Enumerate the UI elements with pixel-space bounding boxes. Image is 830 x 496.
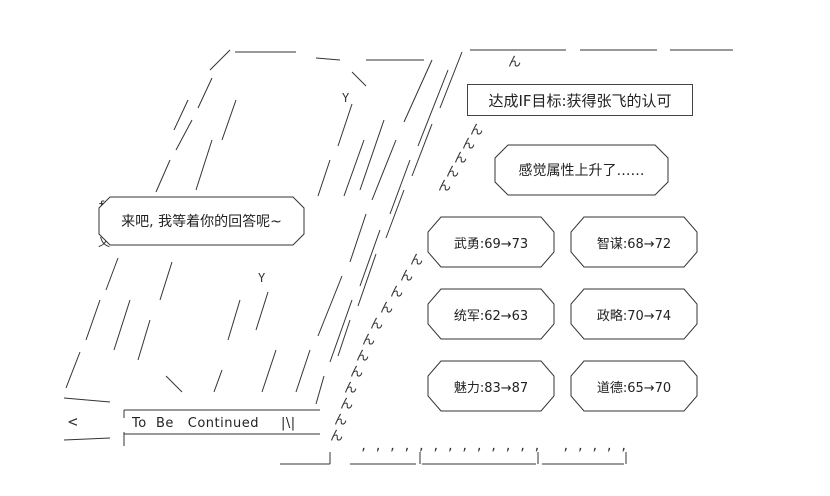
stat-label: 政略:70→74: [596, 308, 672, 324]
mission-goal-box: 达成IF目标:获得张飞的认可: [467, 84, 693, 116]
octagon-frame: [494, 144, 669, 196]
stat-label: 魅力:83→87: [453, 380, 529, 396]
art-n-column: ん ん ん ん ん ん ん ん ん ん ん ん ん ん ん ん ん: [330, 123, 484, 444]
stat-label: 武勇:69→73: [453, 236, 529, 252]
stat-frame: [570, 360, 698, 412]
art-y-upper: Y: [342, 91, 350, 105]
art-y-lower: Y: [258, 271, 266, 285]
to-be-continued-text: To Be Continued: [132, 415, 259, 431]
stat-box-zhimou: 智谋:68→72: [570, 216, 698, 268]
art-n-top: ん: [508, 55, 522, 70]
stat-frame: [570, 288, 698, 340]
stat-frame: [427, 216, 555, 268]
stat-frame: [427, 288, 555, 340]
stat-frame: [427, 360, 555, 412]
speech-bubble-frame: [98, 196, 305, 246]
stat-box-daode: 道德:65→70: [570, 360, 698, 412]
stat-label: 道德:65→70: [596, 380, 672, 396]
attribute-up-text: 感觉属性上升了……: [518, 163, 645, 179]
speech-bubble: 来吧, 我等着你的回答呢~: [98, 196, 305, 246]
mission-goal-text: 达成IF目标:获得张飞的认可: [488, 91, 672, 110]
to-be-continued-banner: To Be Continued |\|: [124, 414, 320, 432]
stat-box-zhenglue: 政略:70→74: [570, 288, 698, 340]
stat-box-wuyong: 武勇:69→73: [427, 216, 555, 268]
stat-label: 统军:62→63: [453, 308, 529, 324]
art-footer-dots: , , , , , , , , , , , , , , , , , ,: [360, 439, 628, 453]
stat-box-tongjun: 统军:62→63: [427, 288, 555, 340]
stat-box-meili: 魅力:83→87: [427, 360, 555, 412]
banner-symbol: |\|: [280, 415, 296, 431]
speech-text: 来吧, 我等着你的回答呢~: [121, 214, 282, 230]
art-lt: <: [68, 412, 78, 431]
stat-label: 智谋:68→72: [596, 236, 672, 252]
attribute-up-message: 感觉属性上升了……: [494, 144, 669, 196]
stat-frame: [570, 216, 698, 268]
